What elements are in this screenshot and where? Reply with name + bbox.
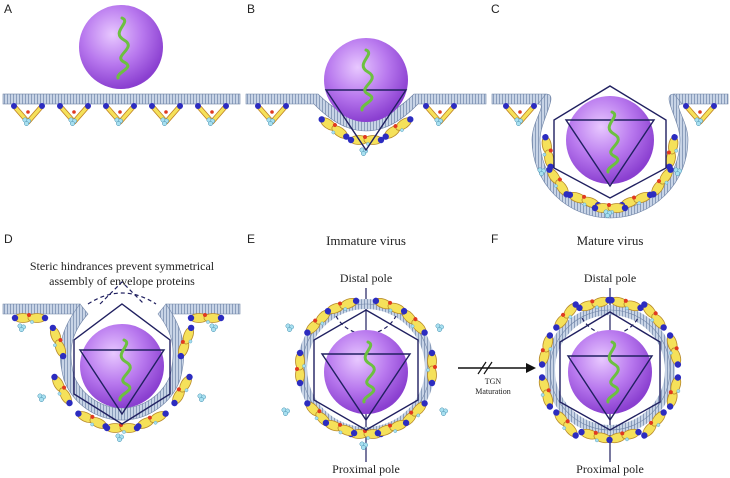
rna-genome-e — [362, 340, 376, 404]
title-immature-virus: Immature virus — [326, 233, 406, 248]
membrane-d — [59, 303, 185, 421]
label-distal-pole-e: Distal pole — [340, 271, 392, 285]
panel-e: Immature virus Distal pole Proximal pole — [281, 233, 448, 476]
panel-letter-c: C — [491, 2, 500, 16]
rna-genome-d — [118, 338, 132, 402]
rna-genome-c — [606, 110, 620, 174]
capsid-a — [79, 5, 163, 89]
capsid-c — [566, 96, 654, 184]
panel-c — [491, 85, 729, 219]
capsid-f — [568, 330, 652, 414]
rna-genome-f — [606, 340, 620, 404]
panel-f: Mature virus Distal pole Proximal pole — [535, 233, 685, 476]
panel-letter-a: A — [4, 2, 12, 16]
panel-a — [2, 5, 241, 127]
panel-b — [245, 38, 487, 157]
panel-letter-e: E — [247, 232, 255, 246]
label-proximal-pole-e: Proximal pole — [332, 462, 400, 476]
icosahedral-edges-e — [313, 309, 419, 431]
panel-letter-b: B — [247, 2, 255, 16]
label-proximal-pole-f: Proximal pole — [576, 462, 644, 476]
panel-letter-f: F — [491, 232, 498, 246]
capsid-e — [324, 330, 408, 414]
caption-d-line2: assembly of envelope proteins — [49, 274, 195, 288]
arrow-label-maturation: Maturation — [475, 387, 511, 396]
membrane-a — [2, 93, 241, 105]
arrow-label-tgn: TGN — [485, 377, 502, 386]
label-distal-pole-f: Distal pole — [584, 271, 636, 285]
title-mature-virus: Mature virus — [577, 233, 644, 248]
dashed-gap-d — [87, 292, 157, 305]
rna-genome-b — [360, 48, 374, 112]
maturation-arrow: TGN Maturation — [458, 361, 536, 396]
dashed-gap-f — [581, 317, 639, 336]
icosahedral-edges-c — [553, 85, 667, 199]
icosahedral-edges-f — [559, 311, 661, 431]
caption-d-line1: Steric hindrances prevent symmetrical — [30, 259, 215, 273]
capsid-b — [324, 38, 408, 122]
icosahedral-edges-d — [73, 303, 171, 425]
rna-genome-a — [116, 16, 130, 80]
panel-d: Steric hindrances prevent symmetrical as… — [2, 259, 241, 443]
capsid-d — [80, 324, 164, 408]
protein-row-a — [11, 103, 229, 127]
panel-letter-d: D — [4, 232, 13, 246]
